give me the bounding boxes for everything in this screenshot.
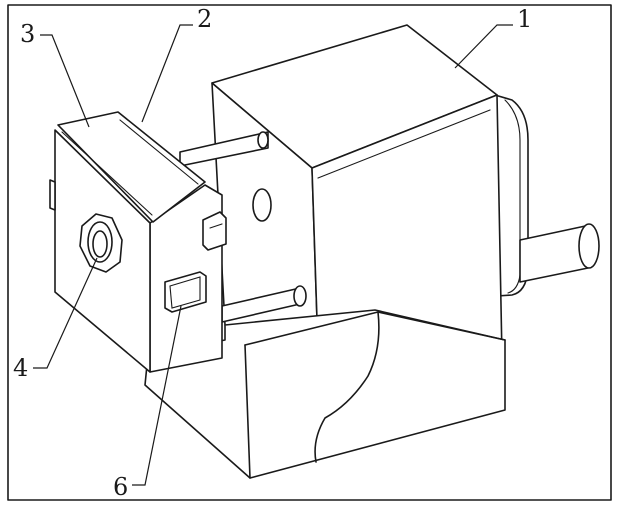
main-housing [144, 24, 600, 479]
nut-bore [92, 230, 108, 258]
upper-rod-end [257, 131, 269, 149]
side-connector [202, 211, 227, 251]
lower-rod-end [293, 285, 307, 307]
box-top [57, 111, 206, 223]
left-tab [49, 179, 56, 211]
hex-fitting [79, 213, 123, 273]
leader-4 [33, 257, 98, 369]
drawing-frame [7, 4, 612, 501]
callout-1: 1 [517, 5, 532, 33]
leader-2 [141, 24, 193, 123]
callout-3: 3 [20, 20, 35, 48]
connector-detail [209, 223, 223, 229]
leader-lines [33, 24, 513, 486]
callout-2: 2 [197, 5, 212, 33]
leader-1 [454, 24, 513, 69]
callout-6: 6 [113, 473, 128, 501]
leader-6 [132, 305, 182, 486]
break-line [314, 311, 380, 463]
callout-4: 4 [13, 354, 28, 382]
housing-hole [252, 188, 272, 222]
side-flange-edge [504, 99, 521, 294]
front-cover-bevel [61, 131, 153, 216]
shaft-end [578, 223, 600, 269]
box-top-seam [119, 119, 199, 185]
leader-3 [40, 34, 90, 128]
display-inner [169, 276, 201, 309]
base-corner-edge [244, 344, 251, 479]
display-window [164, 271, 207, 313]
housing-edge-line [317, 109, 491, 179]
